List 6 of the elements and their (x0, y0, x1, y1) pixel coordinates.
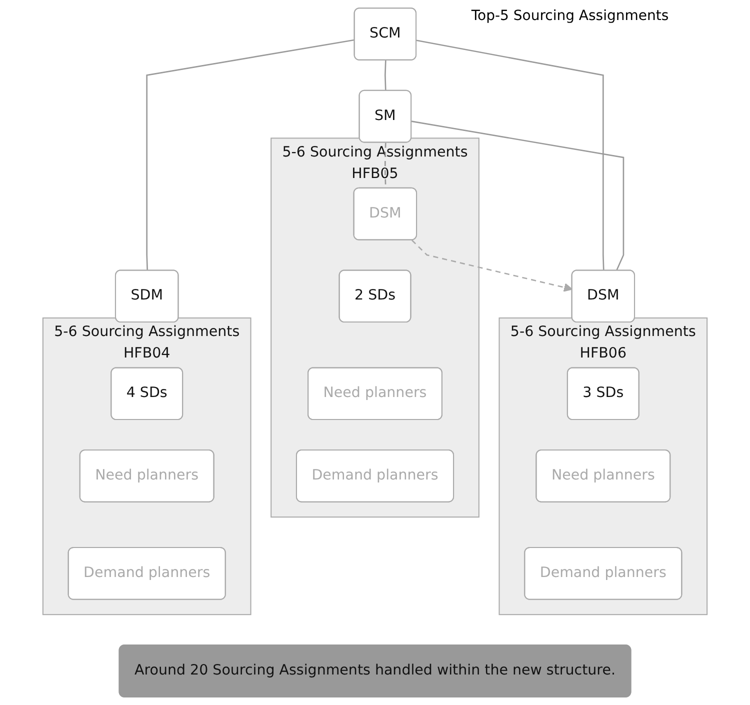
connector (411, 120, 624, 271)
connector (146, 39, 355, 271)
connector (384, 60, 386, 91)
arrow (412, 240, 573, 292)
connector (416, 40, 604, 271)
node-annotation: Top-5 Sourcing Assignments (470, 8, 670, 24)
